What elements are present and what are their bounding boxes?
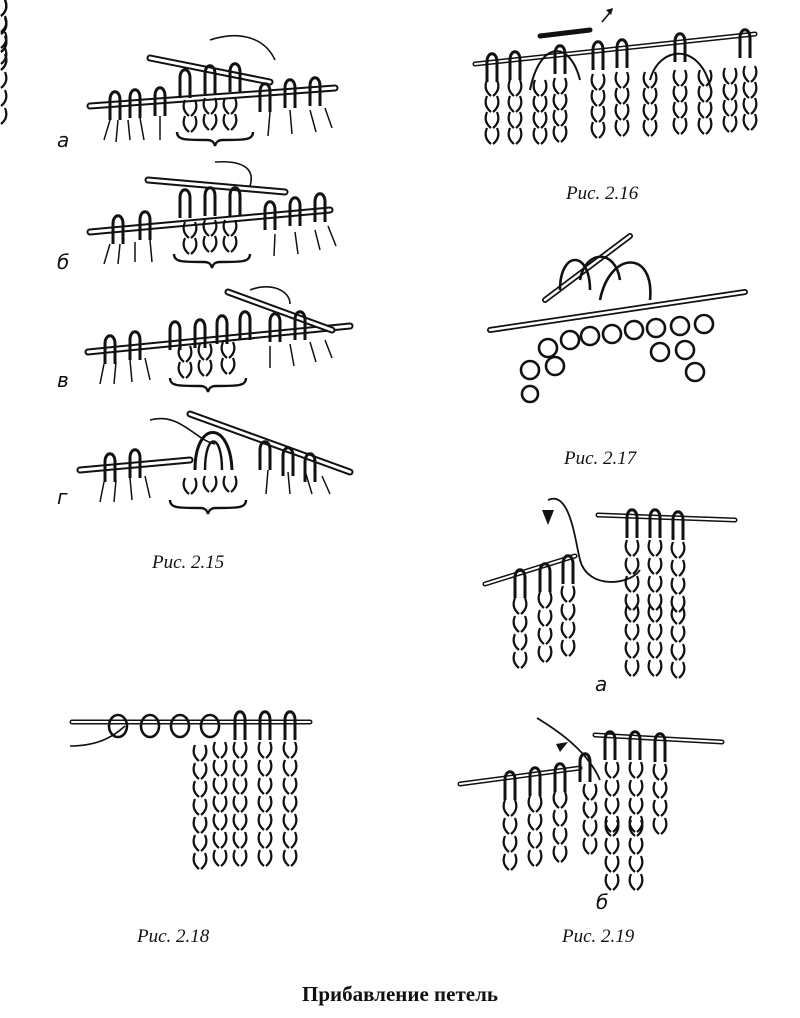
fig-2-17-drawing xyxy=(487,233,748,404)
fig-2-15-label-g: г xyxy=(57,485,68,509)
fig-2-19b-drawing xyxy=(457,717,725,890)
fig-2-15b-drawing xyxy=(86,161,337,270)
fig-2-19-label-a: а xyxy=(595,672,608,696)
fig-2-17-caption: Рис. 2.17 xyxy=(564,448,637,469)
fig-2-15-label-v: в xyxy=(57,368,69,392)
fig-2-15v-drawing xyxy=(84,286,354,394)
fig-2-19-label-b: б xyxy=(596,890,609,914)
fig-2-16-caption: Рис. 2.16 xyxy=(566,183,639,204)
fig-2-18-drawing xyxy=(0,0,313,869)
fig-2-19a-drawing xyxy=(0,0,738,678)
fig-2-15-label-b: б xyxy=(57,250,70,274)
fig-2-15-label-a: а xyxy=(57,128,70,152)
fig-2-15-caption: Рис. 2.15 xyxy=(152,552,225,573)
fig-2-15g-drawing xyxy=(76,410,354,516)
fig-2-15a-drawing xyxy=(86,34,339,148)
fig-2-16-drawing xyxy=(0,0,758,144)
fig-2-18-caption: Рис. 2.18 xyxy=(137,926,210,947)
page-title: Прибавление петель xyxy=(302,982,498,1006)
fig-2-19-caption: Рис. 2.19 xyxy=(562,926,635,947)
